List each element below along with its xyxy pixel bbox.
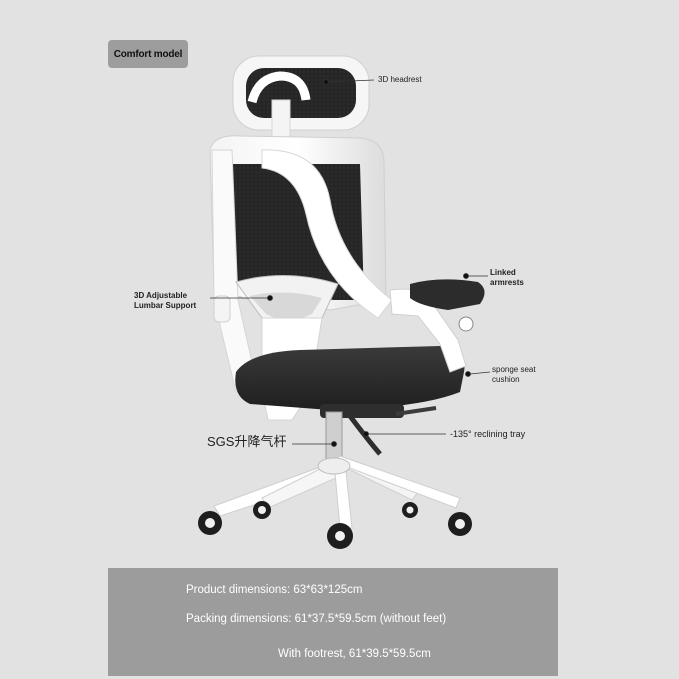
- model-badge: Comfort model: [108, 40, 188, 68]
- star-base: [213, 455, 461, 529]
- headrest-label: 3D headrest: [378, 75, 422, 84]
- headrest: [232, 55, 370, 147]
- right-armrest: [389, 279, 485, 373]
- model-badge-label: Comfort model: [113, 48, 183, 60]
- packing-dimensions: Packing dimensions: 61*37.5*59.5cm (with…: [186, 613, 447, 625]
- lumbar-support-label: 3D Adjustable Lumbar Support: [134, 291, 197, 310]
- footrest-dimensions: With footrest, 61*39.5*59.5cm: [278, 648, 431, 660]
- left-armrest: [213, 295, 231, 323]
- product-dimensions: Product dimensions: 63*63*125cm: [186, 584, 363, 596]
- armrests-label: Linked armrests: [490, 268, 524, 287]
- dimensions-panel: Product dimensions: 63*63*125cm Packing …: [108, 568, 558, 676]
- seat-cushion-label: sponge seat cushion: [492, 365, 536, 384]
- gas-lift-label: SGS升降气杆: [207, 434, 287, 449]
- seat-cushion: [235, 346, 465, 410]
- callout-leaders: [210, 79, 491, 447]
- casters: [198, 501, 472, 549]
- reclining-tray-label: -135° reclining tray: [450, 429, 526, 439]
